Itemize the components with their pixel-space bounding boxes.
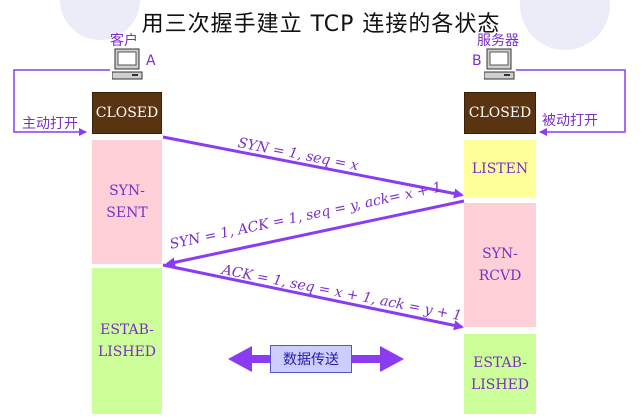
passive-open-label: 被动打开 (542, 113, 598, 129)
server-label: 服务器 (477, 33, 519, 49)
server-open-line (516, 69, 626, 136)
server-letter: B (472, 53, 482, 69)
active-open-label: 主动打开 (22, 116, 78, 132)
data-arrow-right (380, 346, 404, 372)
client-label: 客户 (110, 33, 138, 49)
arrow-ack (162, 263, 464, 331)
diagram-title: 用三次握手建立 TCP 连接的各状态 (141, 12, 501, 37)
computer-icon-server (484, 48, 515, 80)
data-arrow-left (228, 346, 252, 372)
client-state-closed: CLOSED (92, 92, 162, 134)
server-state-established: ESTAB- LISHED (464, 334, 536, 414)
client-state-established: ESTAB- LISHED (92, 268, 162, 414)
client-open-line (13, 69, 110, 136)
arrow-syn (162, 135, 464, 199)
client-state-syn-sent: SYN- SENT (92, 140, 162, 264)
server-state-closed: CLOSED (464, 92, 536, 134)
arrow-syn-ack (165, 199, 465, 268)
client-letter: A (146, 53, 156, 69)
server-state-listen: LISTEN (464, 140, 536, 198)
data-transfer-label: 数据传送 (270, 345, 352, 373)
computer-icon-client (112, 48, 143, 80)
server-state-syn-rcvd: SYN- RCVD (464, 203, 536, 327)
